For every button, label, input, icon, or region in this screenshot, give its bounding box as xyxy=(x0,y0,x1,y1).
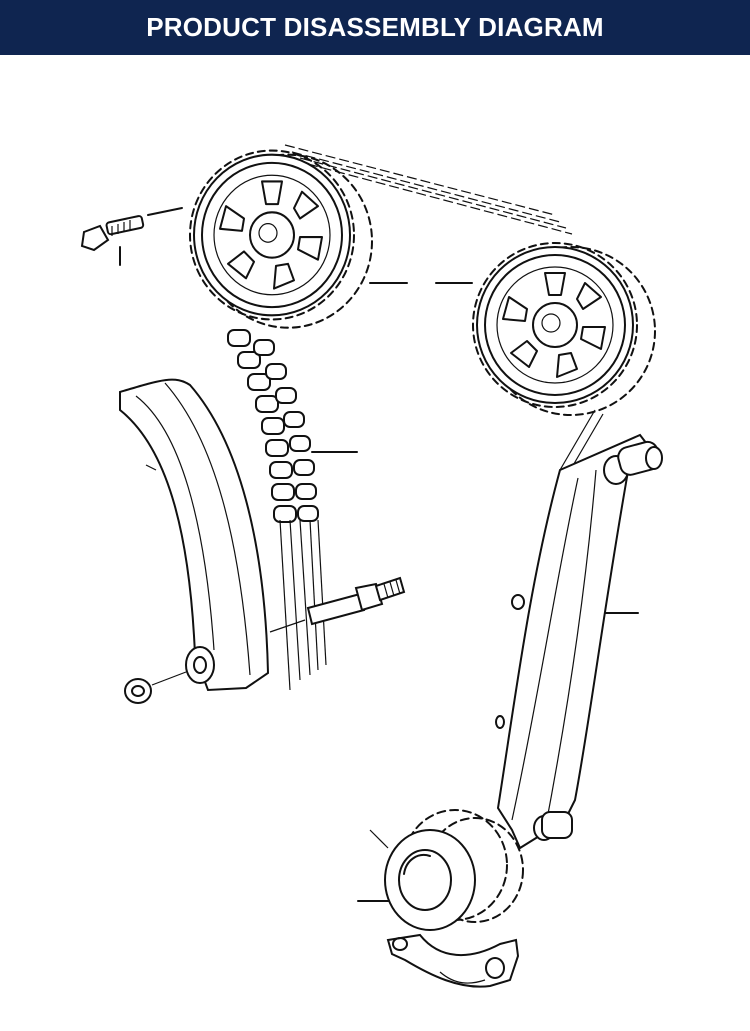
header-bar: PRODUCT DISASSEMBLY DIAGRAM xyxy=(0,0,750,55)
crankshaft-sprocket-icon xyxy=(369,809,524,931)
washer-icon xyxy=(124,671,187,704)
disassembly-diagram xyxy=(0,55,750,1031)
bolt-icon xyxy=(80,215,145,252)
timing-chain-icon xyxy=(227,144,604,691)
page-title: PRODUCT DISASSEMBLY DIAGRAM xyxy=(146,12,604,42)
tensioner-guide-rail-icon xyxy=(119,378,270,692)
leader-lines xyxy=(119,207,639,902)
stud-bolt-icon xyxy=(269,576,406,633)
right-camshaft-sprocket-icon xyxy=(472,242,656,416)
lower-chain-guide-icon xyxy=(386,933,520,988)
fixed-guide-rail-icon xyxy=(495,433,663,850)
left-camshaft-sprocket-icon xyxy=(188,149,373,329)
